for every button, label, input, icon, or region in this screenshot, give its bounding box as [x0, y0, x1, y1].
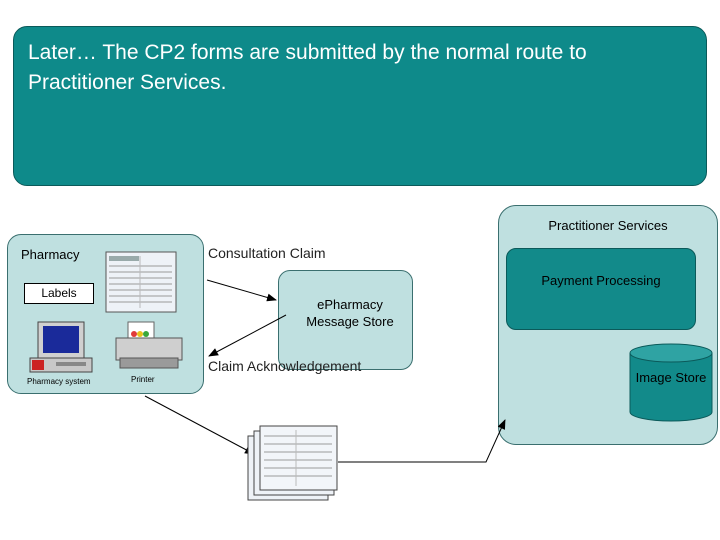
printer-icon	[115, 321, 183, 369]
form-thumbnail-icon	[105, 251, 177, 313]
image-store-label: Image Store	[635, 370, 707, 385]
cp2-forms-stack-icon	[247, 425, 338, 501]
banner-text: Later… The CP2 forms are submitted by th…	[28, 41, 587, 94]
pharmacy-system-caption: Pharmacy system	[27, 377, 91, 386]
message-store-label: ePharmacy Message Store	[306, 297, 394, 329]
forms-to-post-arrow	[144, 395, 255, 455]
title-banner	[13, 26, 707, 186]
image-store-cylinder	[629, 343, 713, 422]
payment-processing-label: Payment Processing	[541, 273, 661, 288]
claim-acknowledgement-arrow	[208, 314, 287, 357]
computer-icon	[29, 321, 93, 373]
consultation-claim-label: Consultation Claim	[208, 245, 326, 261]
forms-to-practitioner-arrow	[338, 419, 506, 463]
consultation-claim-arrow	[206, 279, 277, 302]
labels-box: Labels	[24, 283, 94, 304]
practitioner-services-title: Practitioner Services	[548, 218, 668, 233]
printer-caption: Printer	[131, 375, 155, 384]
payment-processing-box	[506, 248, 696, 330]
claim-acknowledgement-label: Claim Acknowledgement	[208, 358, 362, 374]
pharmacy-title: Pharmacy	[21, 247, 80, 262]
message-store-box	[278, 270, 413, 370]
